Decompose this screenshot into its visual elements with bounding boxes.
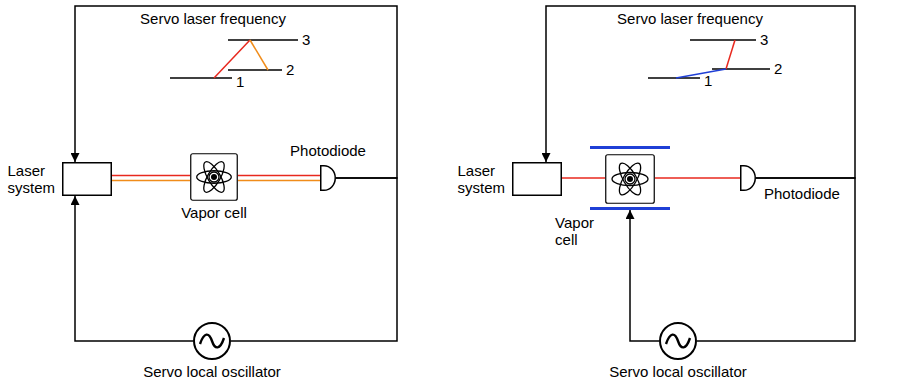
signal-wire: [546, 6, 855, 178]
beam-line: [238, 175, 320, 177]
laser-beam: [112, 176, 190, 181]
cell-outline: [190, 153, 238, 201]
node-label: Vapor cell: [555, 214, 594, 248]
beam-line: [238, 180, 320, 182]
node-label: Servo local oscillator: [609, 363, 747, 380]
cellplates-outline: [590, 146, 670, 210]
oscillator-circle: Servo local oscillator: [659, 322, 697, 360]
vapor-cell: Vapor cell: [190, 153, 238, 201]
wire-path: [75, 196, 193, 341]
pd-outline: [740, 165, 756, 191]
transition-line: [250, 40, 268, 70]
level-line: [228, 39, 298, 40]
signal-wire: [630, 210, 659, 341]
laser-box: Laser system: [512, 162, 562, 196]
node-label: Photodiode: [290, 142, 366, 159]
beam-line: [562, 177, 605, 179]
photodiode-symbol: Photodiode: [320, 165, 336, 191]
wire-path: [630, 210, 659, 341]
signal-wire: [697, 178, 855, 341]
laser-beam: [238, 176, 320, 181]
laser-outline: [62, 162, 112, 196]
level-line: [648, 77, 700, 78]
level-line: [170, 77, 232, 78]
osc-outline: [659, 322, 697, 360]
node-label: Photodiode: [764, 185, 840, 202]
beam-line: [112, 180, 190, 182]
osc-outline: [193, 322, 231, 360]
node-label: Laser system: [8, 162, 56, 196]
level-line: [690, 39, 756, 40]
laser-beam: [655, 178, 740, 179]
laser-beam: [562, 178, 605, 179]
edge-label: Servo laser frequency: [617, 10, 763, 27]
laser-box: Laser system: [62, 162, 112, 196]
transition-line: [726, 40, 735, 69]
wire-path: [546, 6, 855, 178]
node-label: Vapor cell: [181, 204, 247, 221]
node-label: Servo local oscillator: [143, 363, 281, 380]
wire-path: [697, 178, 855, 341]
photodiode-symbol: Photodiode: [740, 165, 756, 191]
pd-outline: [320, 165, 336, 191]
beam-line: [655, 177, 740, 179]
level-number: 2: [286, 61, 294, 78]
edge-label: Servo laser frequency: [140, 10, 286, 27]
wire-path: [231, 178, 397, 341]
level-number: 1: [236, 73, 244, 90]
laser-outline: [512, 162, 562, 196]
signal-wire: [75, 6, 397, 178]
transition-line: [676, 69, 726, 78]
level-number: 1: [704, 72, 712, 89]
level-number: 3: [302, 31, 310, 48]
vapor-cell: Vapor cell: [590, 146, 670, 210]
wire-path: [75, 6, 397, 178]
signal-wire: [75, 196, 193, 341]
level-number: 3: [760, 31, 768, 48]
level-number: 2: [774, 60, 782, 77]
node-label: Laser system: [458, 162, 506, 196]
signal-wire: [231, 178, 397, 341]
level-line: [228, 69, 282, 70]
beam-line: [112, 175, 190, 177]
oscillator-circle: Servo local oscillator: [193, 322, 231, 360]
energy-levels: [170, 40, 770, 78]
transition-line: [214, 40, 250, 78]
